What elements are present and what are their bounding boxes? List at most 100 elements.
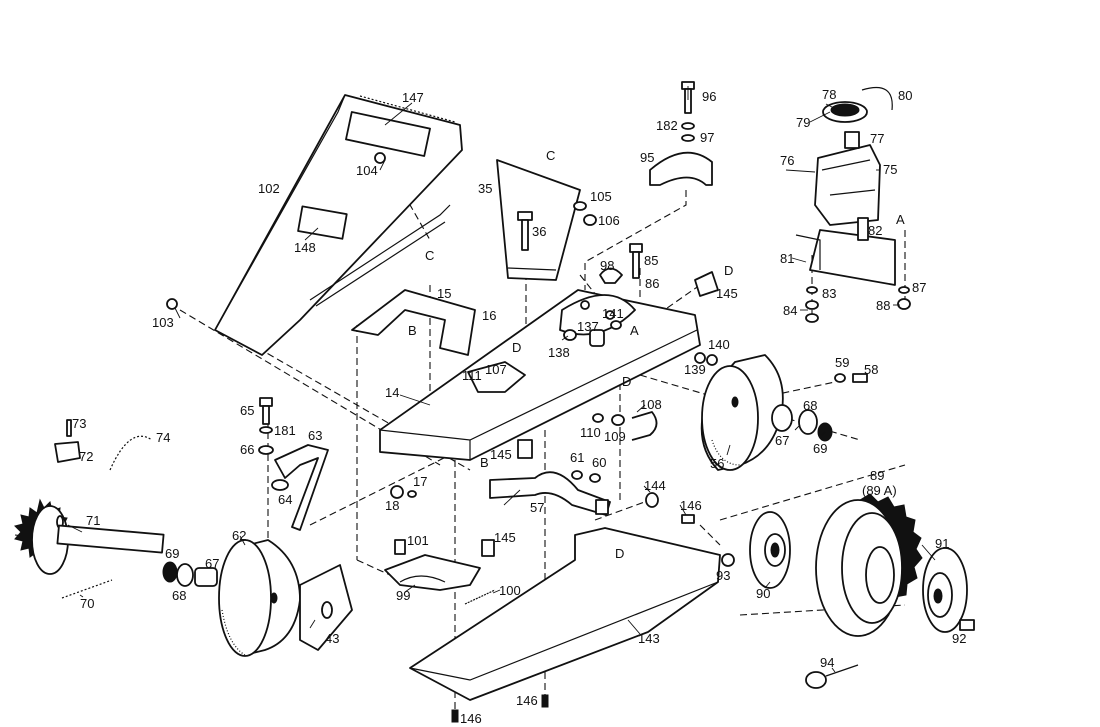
callout-93: 93 <box>716 568 730 583</box>
callout-58: 58 <box>864 362 878 377</box>
bracket-63 <box>271 444 329 531</box>
callout-89: 89 <box>870 468 884 483</box>
callout-85: 85 <box>644 253 658 268</box>
bracket-99 <box>384 539 496 605</box>
plate-43 <box>299 564 353 651</box>
nuts-60-61 <box>571 470 695 524</box>
callout-141: 141 <box>602 306 624 321</box>
callout-56: 56 <box>710 456 724 471</box>
callout-c-1: C <box>425 248 434 263</box>
bracket-107 <box>467 361 526 393</box>
callout-88: 88 <box>876 298 890 313</box>
callout-96: 96 <box>702 89 716 104</box>
callout-b-1: B <box>408 323 417 338</box>
bolt-65 <box>258 397 274 455</box>
callout-69-b: 69 <box>165 546 179 561</box>
drum-62 <box>218 539 301 657</box>
hardware-139-140 <box>694 352 718 366</box>
callout-89a: (89 A) <box>862 483 897 498</box>
callout-b-2: B <box>480 455 489 470</box>
screw-104 <box>374 152 386 164</box>
callout-138: 138 <box>548 345 570 360</box>
callout-59: 59 <box>835 355 849 370</box>
sprocket-71 <box>14 498 165 599</box>
callout-95: 95 <box>640 150 654 165</box>
callout-73: 73 <box>72 416 86 431</box>
hardware-83-84 <box>805 286 911 323</box>
callout-90: 90 <box>756 586 770 601</box>
callout-139: 139 <box>684 362 706 377</box>
callout-83: 83 <box>822 286 836 301</box>
callout-76: 76 <box>780 153 794 168</box>
callout-97: 97 <box>700 130 714 145</box>
leader-lines <box>67 86 936 673</box>
callout-99: 99 <box>396 588 410 603</box>
callout-36: 36 <box>532 224 546 239</box>
callout-15: 15 <box>437 286 451 301</box>
callout-143: 143 <box>638 631 660 646</box>
washers-105-106 <box>573 201 597 226</box>
callout-147: 147 <box>402 90 424 105</box>
pin-94 <box>805 664 859 689</box>
callout-69-a: 69 <box>813 441 827 456</box>
callout-111: 111 <box>462 368 482 383</box>
callout-101: 101 <box>407 533 429 548</box>
callout-145-c: 145 <box>494 530 516 545</box>
engine-75 <box>795 131 896 286</box>
callout-18: 18 <box>385 498 399 513</box>
callout-100: 100 <box>499 583 521 598</box>
bracket-35 <box>496 159 581 281</box>
callout-68-b: 68 <box>172 588 186 603</box>
callout-labels: 147 102 104 148 103 C C 35 36 105 106 96… <box>72 87 966 726</box>
hub-right <box>771 373 868 442</box>
callout-72: 72 <box>79 449 93 464</box>
callout-64: 64 <box>278 492 292 507</box>
callout-65: 65 <box>240 403 254 418</box>
callout-146-b: 146 <box>516 693 538 708</box>
callout-c-2: C <box>546 148 555 163</box>
callout-140: 140 <box>708 337 730 352</box>
callout-144: 144 <box>644 478 666 493</box>
callout-74: 74 <box>156 430 170 445</box>
rim-91 <box>922 547 975 633</box>
callout-109: 109 <box>604 429 626 444</box>
callout-67-b: 67 <box>205 556 219 571</box>
callout-43: 43 <box>325 631 339 646</box>
callout-80: 80 <box>898 88 912 103</box>
clip-95 <box>649 151 713 186</box>
callout-106: 106 <box>598 213 620 228</box>
clip-145-center <box>517 439 533 459</box>
callout-137: 137 <box>577 319 599 334</box>
callout-d-3: D <box>622 374 631 389</box>
base-plate-143 <box>409 527 721 701</box>
frame-14 <box>379 289 701 461</box>
tire-89 <box>815 493 923 637</box>
pulley-78 <box>822 86 893 123</box>
handle-cover-102 <box>214 94 463 356</box>
callout-102: 102 <box>258 181 280 196</box>
bolt-96 <box>681 81 695 142</box>
parts-72-74 <box>54 419 153 471</box>
callout-86: 86 <box>645 276 659 291</box>
callout-110: 110 <box>580 425 601 440</box>
bolts-146 <box>451 694 549 723</box>
callout-92: 92 <box>952 631 966 646</box>
callout-182: 182 <box>656 118 678 133</box>
callout-108: 108 <box>640 397 662 412</box>
callout-148: 148 <box>294 240 316 255</box>
callout-145-a: 145 <box>716 286 738 301</box>
callout-14: 14 <box>385 385 399 400</box>
drum-56 <box>700 354 784 471</box>
callout-35: 35 <box>478 181 492 196</box>
callout-145-b: 145 <box>490 447 512 462</box>
callout-107: 107 <box>485 362 507 377</box>
callout-67-a: 67 <box>775 433 789 448</box>
screw-103 <box>166 298 178 310</box>
callout-98: 98 <box>600 258 614 273</box>
callout-81: 81 <box>780 251 794 266</box>
callout-70: 70 <box>80 596 94 611</box>
bolt-85 <box>599 243 719 297</box>
callout-61: 61 <box>570 450 584 465</box>
callout-146-a: 146 <box>680 498 702 513</box>
bracket-15 <box>351 289 476 356</box>
